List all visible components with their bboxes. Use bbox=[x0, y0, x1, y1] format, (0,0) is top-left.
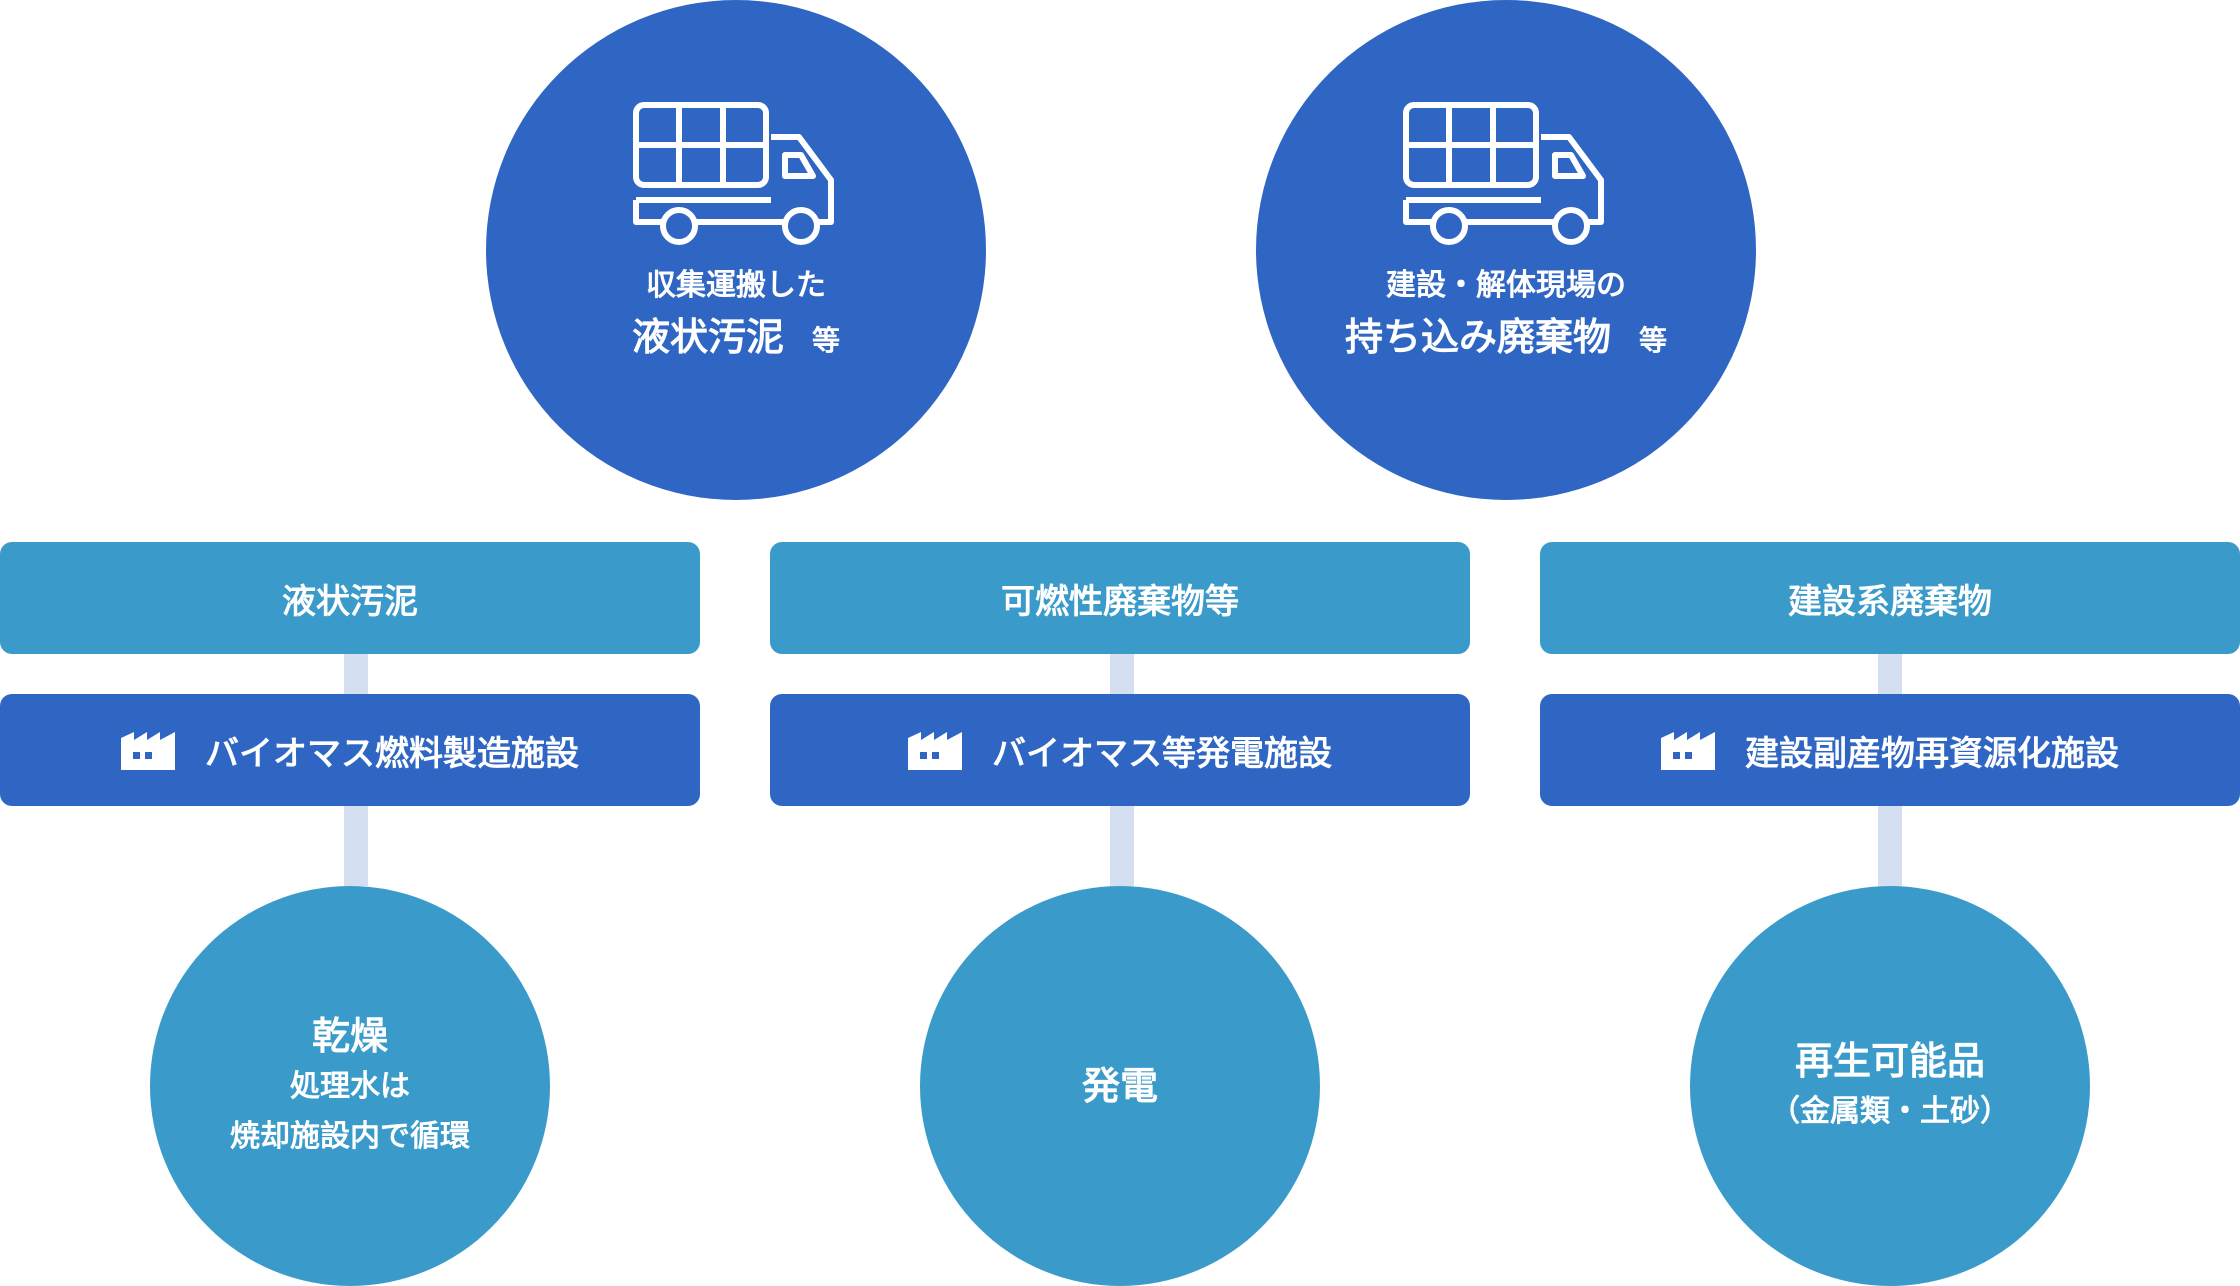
category-label: 建設系廃棄物 bbox=[1788, 581, 1992, 622]
connector-col2-facility-result bbox=[1110, 806, 1134, 886]
connector-col1-facility-result bbox=[344, 806, 368, 886]
result-note: （金属類・土砂） bbox=[1770, 1094, 2010, 1129]
result-title: 再生可能品 bbox=[1794, 1039, 1985, 1083]
category-bar-liquid-sludge: 液状汚泥 bbox=[0, 542, 700, 654]
result-title: 乾燥 bbox=[311, 1014, 388, 1058]
connector-col3-category-facility bbox=[1878, 654, 1902, 694]
category-label: 液状汚泥 bbox=[282, 581, 418, 622]
source-subtitle: 建設・解体現場の bbox=[1386, 268, 1626, 303]
result-circle-recycled: 再生可能品 （金属類・土砂） bbox=[1690, 886, 2090, 1286]
connector-col3-facility-result bbox=[1878, 806, 1902, 886]
source-title: 液状汚泥等 bbox=[631, 315, 841, 359]
factory-icon bbox=[121, 732, 175, 770]
source-circle-brought-in-waste: 建設・解体現場の 持ち込み廃棄物等 bbox=[1256, 0, 1756, 500]
truck-icon bbox=[1403, 102, 1604, 245]
result-note: 処理水は bbox=[290, 1069, 410, 1104]
category-bar-construction-waste: 建設系廃棄物 bbox=[1540, 542, 2240, 654]
facility-label: 建設副産物再資源化施設 bbox=[1745, 733, 2119, 774]
result-note: 焼却施設内で循環 bbox=[230, 1119, 470, 1154]
facility-label: バイオマス燃料製造施設 bbox=[205, 733, 579, 774]
truck-icon bbox=[633, 102, 834, 245]
facility-label: バイオマス等発電施設 bbox=[992, 733, 1332, 774]
facility-bar-biomass-fuel: バイオマス燃料製造施設 bbox=[0, 694, 700, 806]
facility-bar-biomass-power: バイオマス等発電施設 bbox=[770, 694, 1470, 806]
category-bar-combustible-waste: 可燃性廃棄物等 bbox=[770, 542, 1470, 654]
source-circle-liquid-sludge: 収集運搬した 液状汚泥等 bbox=[486, 0, 986, 500]
factory-icon bbox=[1661, 732, 1715, 770]
factory-icon bbox=[908, 732, 962, 770]
connector-col1-category-facility bbox=[344, 654, 368, 694]
source-subtitle: 収集運搬した bbox=[646, 268, 826, 303]
result-circle-power: 発電 bbox=[920, 886, 1320, 1286]
result-circle-drying: 乾燥 処理水は 焼却施設内で循環 bbox=[150, 886, 550, 1286]
result-title: 発電 bbox=[1081, 1064, 1158, 1108]
facility-bar-recycling: 建設副産物再資源化施設 bbox=[1540, 694, 2240, 806]
category-label: 可燃性廃棄物等 bbox=[1001, 581, 1239, 622]
source-title: 持ち込み廃棄物等 bbox=[1344, 315, 1668, 359]
connector-col2-category-facility bbox=[1110, 654, 1134, 694]
